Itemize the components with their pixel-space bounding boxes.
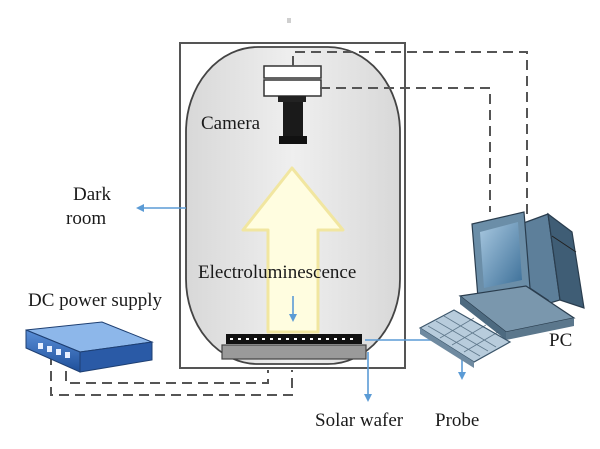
dark-room-label-line2: room	[66, 208, 107, 229]
dc-power-supply-label: DC power supply	[28, 290, 163, 311]
electroluminescence-arrow	[241, 166, 345, 334]
solar-wafer-label: Solar wafer	[315, 410, 404, 431]
keyboard-icon	[418, 309, 512, 368]
electroluminescence-label: Electroluminescence	[198, 262, 357, 283]
cable-psu-to-wafer-2	[65, 355, 269, 384]
dc-power-supply-icon	[25, 321, 154, 373]
dashed-cables	[50, 51, 528, 396]
dark-room-label-line1: Dark	[73, 184, 111, 205]
solar-wafer-stage	[221, 334, 367, 360]
cable-camera-to-pc-inner	[320, 87, 491, 212]
cable-camera-to-pc-outer	[292, 51, 528, 220]
camera-label: Camera	[201, 113, 261, 134]
pc-monitor-icon	[458, 211, 576, 340]
speck-mark	[287, 18, 291, 23]
probe-label: Probe	[435, 410, 480, 431]
cable-psu-to-wafer-1	[50, 355, 293, 396]
pc-label: PC	[549, 330, 573, 351]
